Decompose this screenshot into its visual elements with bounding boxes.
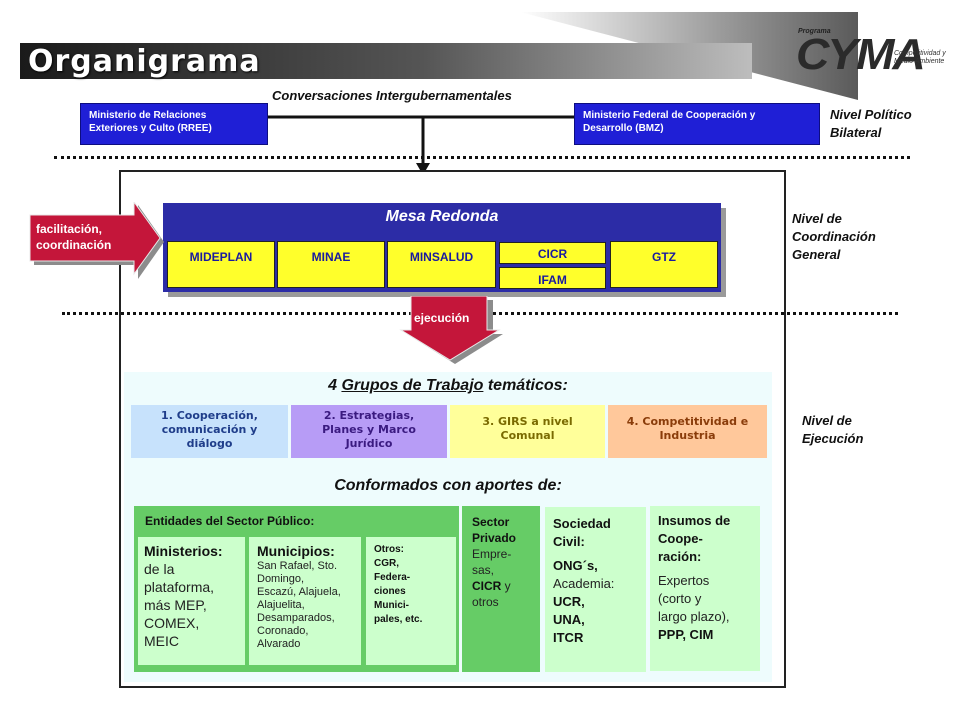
logo-programa-label: Programa xyxy=(798,28,831,35)
member-ifam: IFAM xyxy=(499,267,606,289)
member-cicr: CICR xyxy=(499,242,606,264)
group-girs: 3. GIRS a nivel Comunal xyxy=(450,405,605,458)
rree-entity-box: Ministerio de Relaciones Exteriores y Cu… xyxy=(80,103,268,145)
facilitation-arrow xyxy=(29,202,164,279)
execution-arrow xyxy=(399,296,503,364)
group-strategies: 2. Estrategias, Planes y Marco Jurídico xyxy=(291,405,447,458)
cooperation-inputs-box: Insumos de Coope- ración: Expertos (cort… xyxy=(650,506,760,671)
member-gtz: GTZ xyxy=(610,241,718,288)
private-sector-box: Sector Privado Empre- sas, CICR y otros xyxy=(462,506,540,672)
civil-society-box: Sociedad Civil: ONG´s, Academia: UCR, UN… xyxy=(545,507,646,672)
level-divider xyxy=(54,156,910,159)
member-minsalud: MINSALUD xyxy=(387,241,496,288)
page-title: Organigrama xyxy=(28,44,261,79)
cyma-logo: CYMA xyxy=(796,30,926,79)
level-label-coordination: Nivel de Coordinación General xyxy=(792,211,876,262)
group-cooperation: 1. Cooperación, comunicación y diálogo xyxy=(131,405,288,458)
level-label-execution: Nivel de Ejecución xyxy=(802,413,864,446)
title-bar xyxy=(20,43,752,79)
bmz-entity-box: Ministerio Federal de Cooperación y Desa… xyxy=(574,103,820,145)
member-minae: MINAE xyxy=(277,241,385,288)
connector-label: Conversaciones Intergubernamentales xyxy=(272,88,512,103)
others-box: Otros: CGR, Federa- ciones Munici- pales… xyxy=(366,537,456,665)
mesa-redonda-title: Mesa Redonda xyxy=(385,208,499,225)
facilitation-arrow-label: facilitación, coordinación xyxy=(36,222,112,252)
contributors-title: Conformados con aportes de: xyxy=(334,477,562,494)
working-groups-title: 4 Grupos de Trabajo temáticos: xyxy=(328,377,568,394)
municipalities-box: Municipios: San Rafael, Sto. Domingo, Es… xyxy=(249,537,361,665)
logo-tagline: Competitividad y Medio Ambiente xyxy=(894,50,946,65)
ministries-box: Ministerios: de la plataforma, más MEP, … xyxy=(138,537,245,665)
group-competitiveness: 4. Competitividad e Industria xyxy=(608,405,767,458)
execution-arrow-label: ejecución xyxy=(414,311,470,325)
level-label-political: Nivel Político Bilateral xyxy=(830,107,912,140)
member-mideplan: MIDEPLAN xyxy=(167,241,275,288)
public-sector-title: Entidades del Sector Público: xyxy=(145,514,315,528)
